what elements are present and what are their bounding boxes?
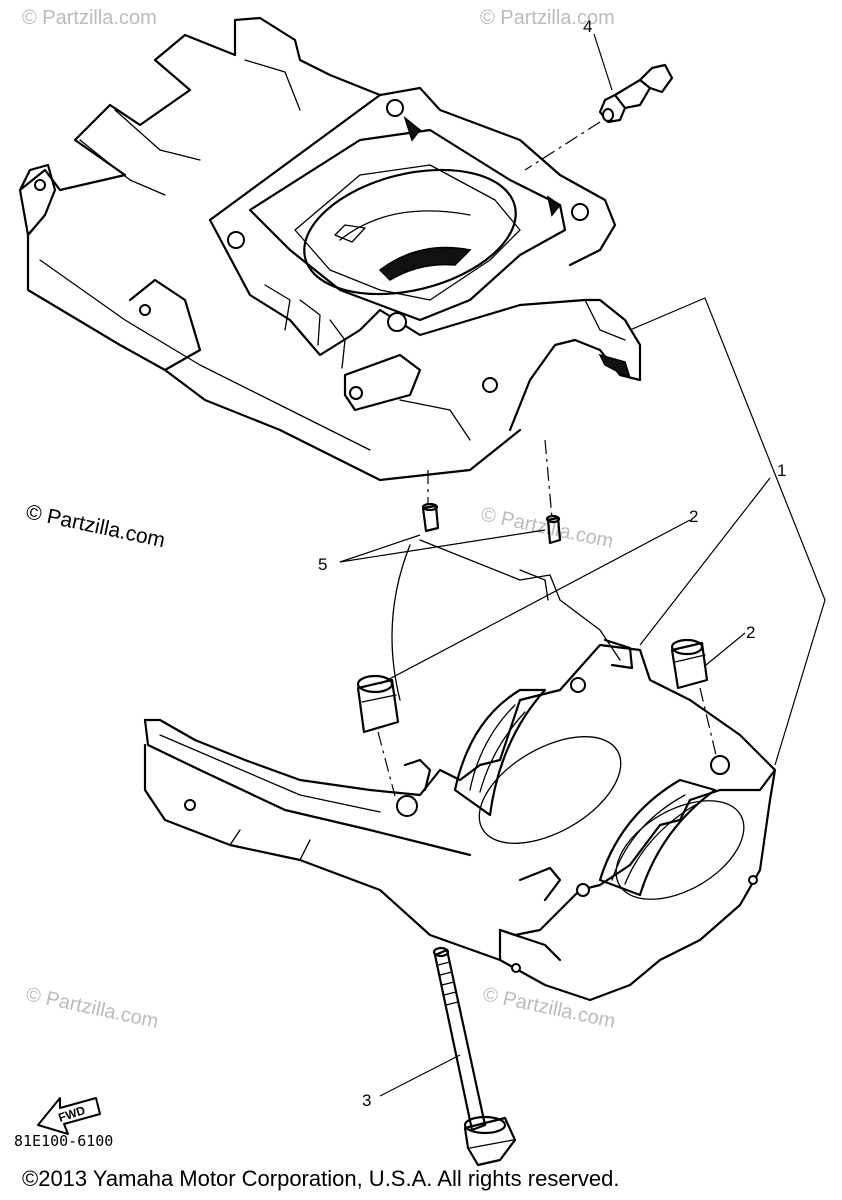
watermark-top-left: © Partzilla.com: [22, 7, 157, 29]
part-5-dowel-pins: [339, 439, 562, 563]
part-4-fitting: [524, 33, 674, 171]
lower-crankcase: [143, 539, 777, 1002]
callout-5: 5: [318, 555, 327, 574]
forward-arrow-icon: FWD: [37, 1097, 101, 1135]
watermark-top-right: © Partzilla.com: [480, 7, 615, 29]
copyright-notice: ©2013 Yamaha Motor Corporation, U.S.A. A…: [22, 1166, 619, 1191]
callout-2-right: 2: [746, 623, 755, 642]
callout-2-left: 2: [689, 507, 698, 526]
callout-1: 1: [777, 461, 786, 480]
part-2-dowels: [356, 519, 746, 797]
part-3-bolt: [379, 946, 517, 1167]
watermark-bottom-left: © Partzilla.com: [24, 983, 160, 1033]
upper-crankcase: [18, 16, 642, 482]
callout-labels: 1 2 2 3 4 5: [318, 17, 786, 1110]
watermark-layer: © Partzilla.com © Partzilla.com © Partzi…: [22, 7, 617, 1033]
callout-4: 4: [583, 17, 592, 36]
watermark-bottom-right: © Partzilla.com: [481, 983, 617, 1033]
diagram-code: 81E100-6100: [14, 1132, 113, 1150]
part-1-bracket: [629, 297, 826, 766]
watermark-side-label: © Partzilla.com: [24, 500, 167, 552]
callout-3: 3: [362, 1091, 371, 1110]
watermark-middle: © Partzilla.com: [479, 503, 615, 553]
